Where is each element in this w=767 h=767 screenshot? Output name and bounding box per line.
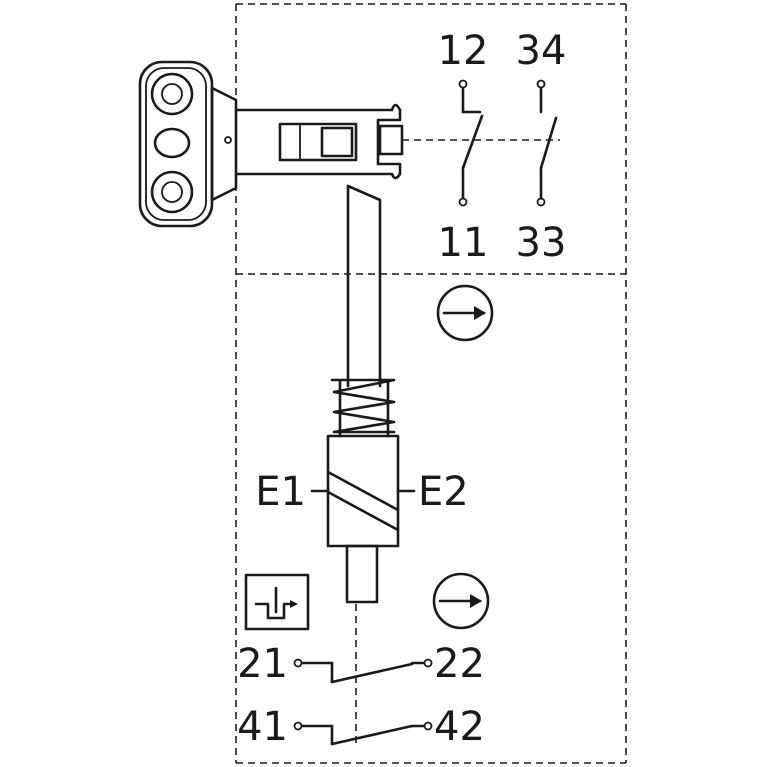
terminal-21-label: 21 bbox=[237, 641, 288, 687]
manual-release-icon bbox=[244, 573, 310, 631]
top-contact-block bbox=[458, 79, 558, 207]
bottom-contact-41-42 bbox=[293, 721, 433, 746]
terminal-41-label: 41 bbox=[237, 704, 288, 750]
terminal-42-label: 42 bbox=[434, 704, 485, 750]
solenoid-coil bbox=[310, 434, 416, 548]
terminal-11-label: 11 bbox=[438, 220, 489, 266]
terminal-33-label: 33 bbox=[516, 220, 567, 266]
terminal-12-label: 12 bbox=[438, 28, 489, 74]
arrow-right-circle-icon bbox=[436, 284, 494, 342]
coil-terminal-e1-label: E1 bbox=[255, 469, 306, 515]
actuator-head-icon bbox=[138, 60, 238, 228]
lower-plunger bbox=[345, 544, 379, 744]
return-spring bbox=[330, 378, 396, 438]
actuator-shaft bbox=[346, 184, 382, 388]
terminal-22-label: 22 bbox=[434, 641, 485, 687]
coil-terminal-e2-label: E2 bbox=[418, 469, 469, 515]
arrow-right-circle-icon bbox=[432, 572, 490, 630]
dashed-enclosure bbox=[235, 3, 627, 764]
bottom-contact-21-22 bbox=[293, 658, 433, 684]
plunger-slider bbox=[234, 103, 560, 180]
terminal-34-label: 34 bbox=[516, 28, 567, 74]
